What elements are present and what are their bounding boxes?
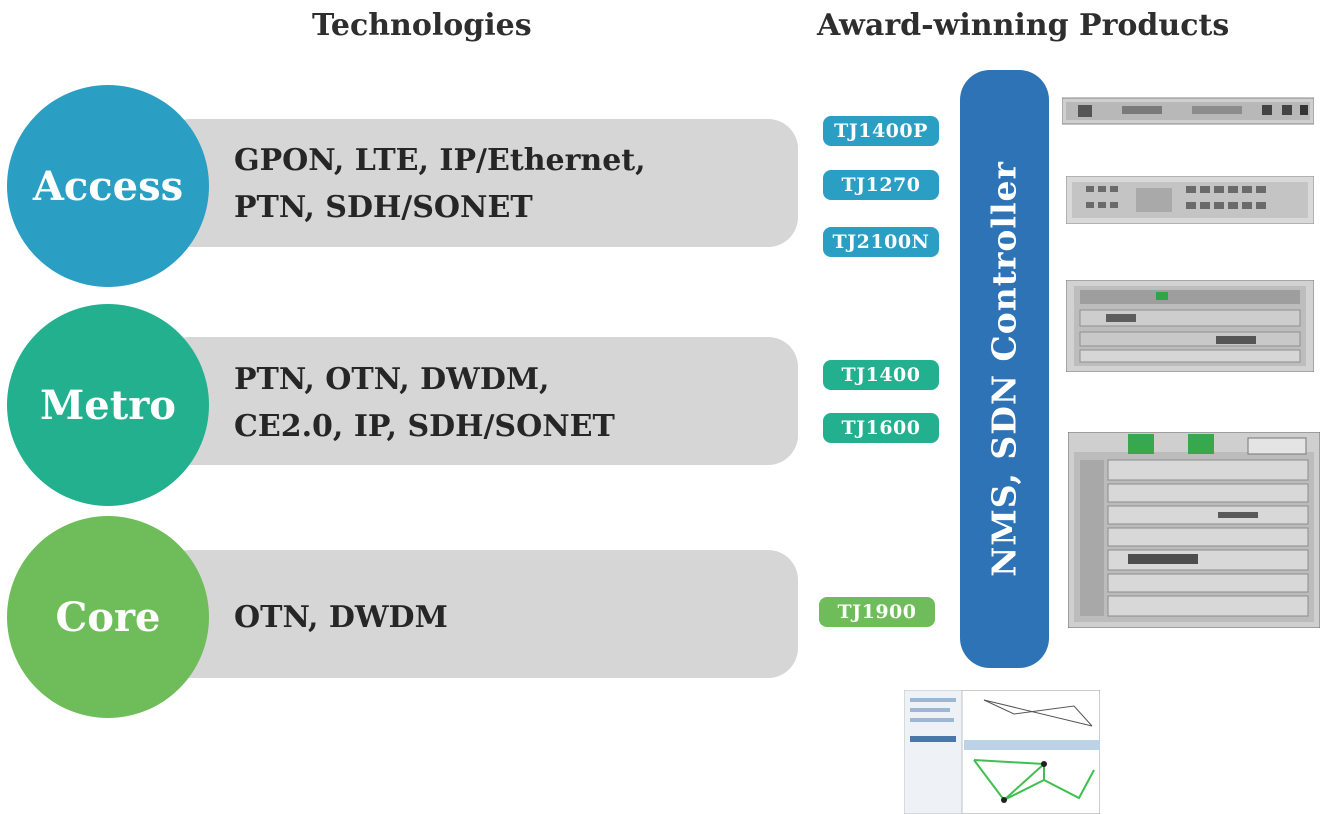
metro-technologies-panel xyxy=(160,337,798,465)
tj1270-device-image xyxy=(1066,176,1314,224)
metro-layer-circle: Metro xyxy=(7,304,209,506)
nms-sdn-controller-label: NMS, SDN Controller xyxy=(984,161,1024,577)
core-technologies-text: OTN, DWDM xyxy=(234,600,448,635)
access-technologies-panel xyxy=(160,119,798,247)
access-technologies-text: GPON, LTE, IP/Ethernet, PTN, SDH/SONET xyxy=(234,143,646,225)
access-layer-circle: Access xyxy=(7,85,209,287)
product-tag-tj2100n: TJ2100N xyxy=(823,227,939,257)
tj2100n-device-image xyxy=(1066,280,1314,372)
product-tag-tj1270: TJ1270 xyxy=(823,170,939,200)
products-heading: Award-winning Products xyxy=(817,8,1230,43)
product-tag-tj1400p: TJ1400P xyxy=(823,116,939,146)
tj1600-device-image xyxy=(1068,432,1320,628)
core-technologies-panel xyxy=(160,550,798,678)
core-layer-circle: Core xyxy=(7,516,209,718)
technologies-heading: Technologies xyxy=(312,8,532,43)
tj1400p-device-image xyxy=(1062,97,1314,125)
nms-sdn-controller-bar xyxy=(960,70,1049,668)
product-tag-tj1400: TJ1400 xyxy=(823,360,939,390)
metro-technologies-text: PTN, OTN, DWDM, CE2.0, IP, SDH/SONET xyxy=(234,362,615,444)
nms-screenshot-image xyxy=(904,690,1100,814)
product-tag-tj1900: TJ1900 xyxy=(819,597,935,627)
product-tag-tj1600: TJ1600 xyxy=(823,413,939,443)
